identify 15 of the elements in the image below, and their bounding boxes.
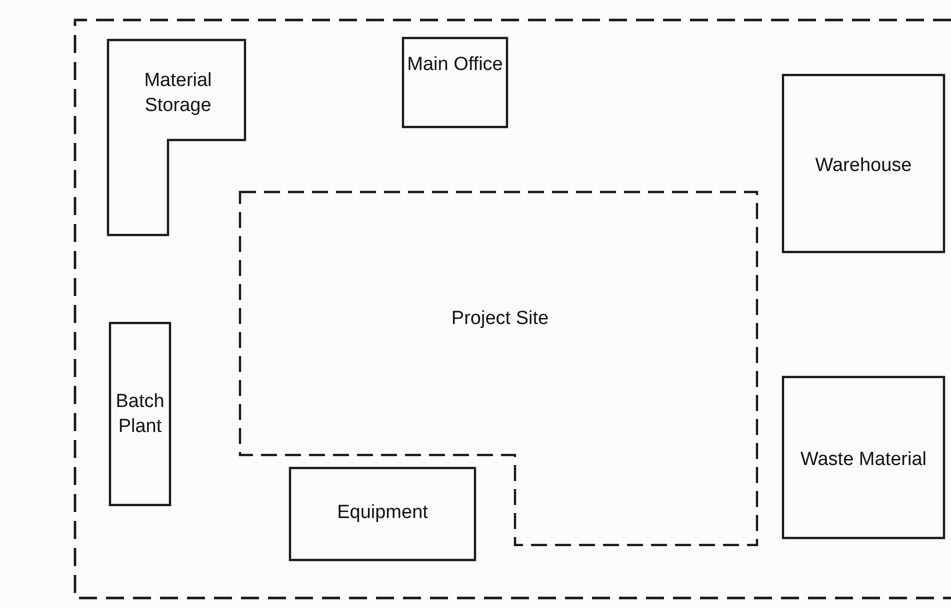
warehouse-building [783,75,944,252]
waste-material-area [783,377,944,538]
project-site-area [240,192,757,545]
site-boundary [75,20,951,598]
area-label: Project Site [450,307,550,331]
area-label: Waste Material [800,448,928,472]
equipment-area [290,468,475,560]
area-label: Batch Plant [114,390,166,439]
area-label: Equipment [336,501,429,525]
storage-area [108,40,245,235]
batch-plant-area [110,323,170,505]
area-label: Material Storage [143,69,213,118]
office-building [403,38,507,127]
area-label: Warehouse [814,154,913,178]
area-label: Main Office [406,53,504,77]
